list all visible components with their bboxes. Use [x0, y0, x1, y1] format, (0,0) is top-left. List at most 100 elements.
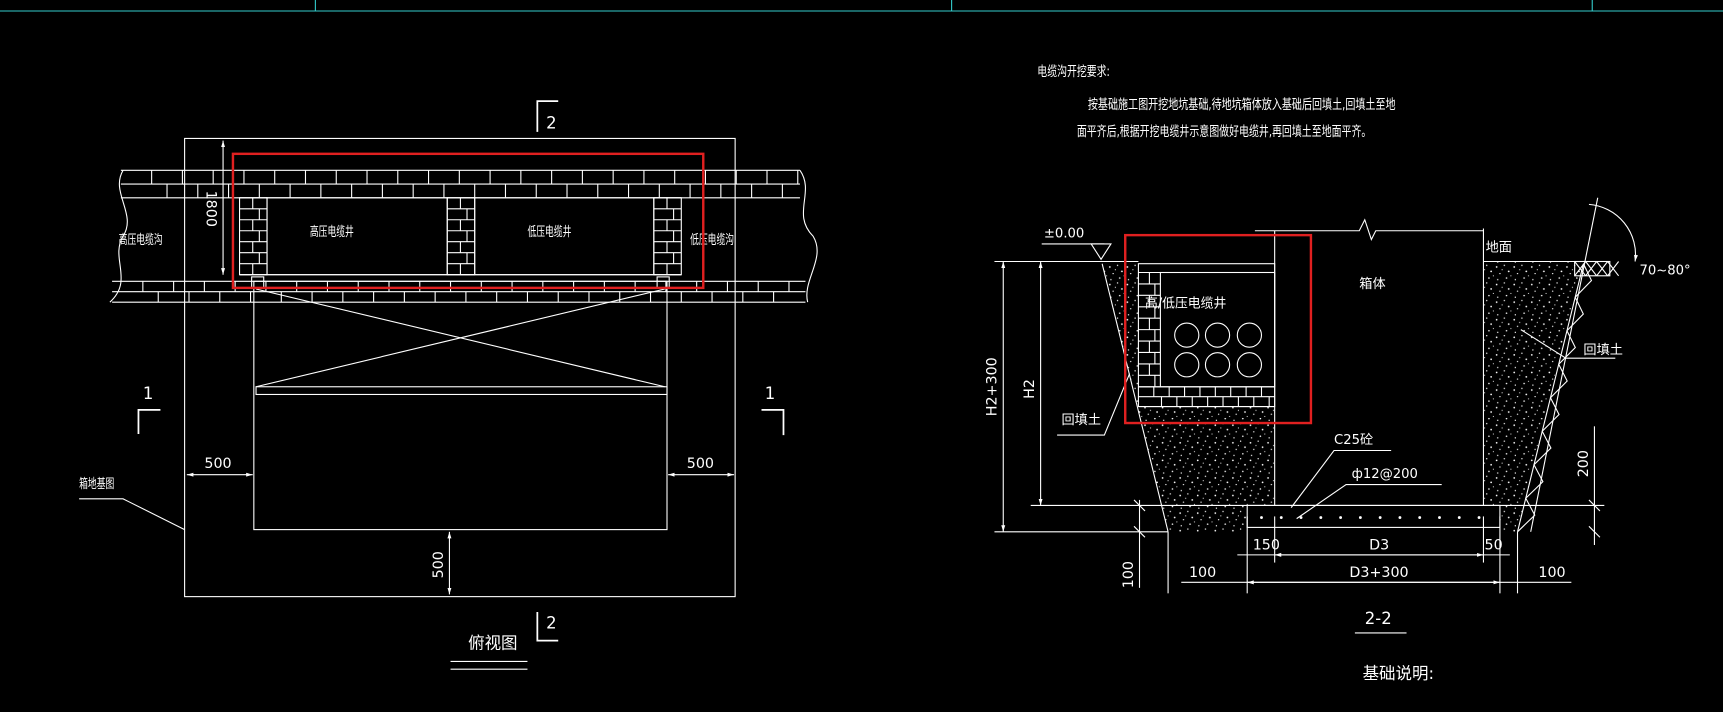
dim-left-label: 500	[204, 456, 231, 472]
rebar-dot	[1299, 516, 1303, 519]
brick-pillar-right	[653, 197, 682, 276]
box-top-break-line	[1254, 218, 1484, 241]
rebar-dot	[1358, 516, 1362, 519]
section-view: ±0.00 地面 70~80° 高/低压电缆井	[985, 197, 1691, 634]
notes-line-2: 面平齐后,根据开挖电缆井示意图做好电缆井,再回填土至地面平齐。	[1077, 123, 1371, 140]
rebar-dot	[1339, 516, 1343, 519]
rebar-dot	[1279, 516, 1283, 519]
backfill-left-label: 回填土	[1061, 412, 1101, 428]
brick-pillar-left	[239, 197, 268, 276]
rebar-dot	[1438, 516, 1441, 519]
section-1-marker-right	[761, 408, 785, 436]
section-2-bottom-label: 2	[546, 613, 556, 632]
elevation-triangle-icon	[1090, 243, 1112, 261]
cable-conduit	[1204, 322, 1231, 348]
opening-cross-line	[255, 288, 665, 388]
backfill-right-area	[1483, 261, 1583, 532]
cable-conduit	[1174, 322, 1200, 348]
dim-h2-label: H2	[1022, 379, 1038, 399]
backfill-left-leader	[1057, 373, 1131, 436]
box-label: 箱体	[1359, 276, 1385, 292]
foundation-notes-heading: 基础说明:	[1363, 664, 1434, 683]
rebar-dot	[1398, 516, 1402, 519]
cable-well-outline	[1137, 263, 1276, 408]
rebar-leader	[1296, 484, 1442, 520]
rebar-dot	[1260, 516, 1263, 519]
ground-label: 地面	[1486, 240, 1512, 256]
dim-tick	[1133, 499, 1146, 512]
break-line-right	[799, 169, 818, 303]
section-1-left-label: 1	[143, 384, 153, 403]
excavation-notes: 电缆沟开挖要求: 按基础施工图开挖地坑基础,待地坑箱体放入基础后回填土,回填土至…	[1037, 64, 1395, 140]
brick-wall-bottom	[112, 280, 806, 303]
backfill-right-leader	[1520, 329, 1616, 359]
highlight-box-plan	[231, 152, 705, 290]
hv-cable-well	[266, 197, 448, 276]
dim-100-vertical-label: 100	[1121, 561, 1137, 588]
cable-conduit	[1236, 352, 1263, 378]
box-bar	[255, 386, 668, 396]
hv-well-label: 高压电缆井	[310, 223, 354, 240]
section-2-marker-top	[536, 100, 559, 132]
dim-200-label: 200	[1576, 450, 1592, 477]
section-view-title: 2-2	[1365, 609, 1392, 628]
foundation-leader	[79, 498, 185, 531]
dim-50-label: 50	[1485, 537, 1503, 553]
ground-hatch-stroke	[1596, 261, 1609, 277]
dim-tick	[1133, 525, 1146, 538]
foundation-outline	[184, 137, 736, 598]
brick-pillar-middle	[447, 197, 475, 276]
section-2-marker-bottom	[536, 612, 559, 642]
dim-height-label: 1800	[203, 191, 219, 227]
lv-trench-label: 低压电缆沟	[690, 232, 734, 248]
angle-arc	[1588, 203, 1638, 262]
foundation-slab	[1246, 504, 1501, 528]
backfill-right-label: 回填土	[1583, 342, 1623, 358]
elevation-label: ±0.00	[1044, 226, 1084, 241]
notes-heading: 电缆沟开挖要求:	[1037, 64, 1110, 80]
cable-well-brick-floor	[1138, 386, 1275, 408]
plan-view: 高压电缆沟 高压电缆井 低压电缆井 低压电缆沟 1800 2 2 1 1 500…	[79, 100, 818, 670]
lv-well-label: 低压电缆井	[527, 224, 571, 240]
dim-d3-300-label: D3+300	[1349, 565, 1408, 581]
cable-conduit	[1204, 352, 1231, 378]
slope-hatch-pattern	[1517, 263, 1593, 533]
ground-hatch-stroke	[1607, 261, 1620, 277]
dim-tick	[1588, 525, 1601, 538]
dim-100-left-label: 100	[1189, 565, 1216, 581]
cable-well-chamber	[1159, 271, 1276, 388]
trench-slope-outer	[1530, 197, 1599, 532]
dim-bottom-label: 500	[431, 551, 447, 578]
rebar-dot	[1457, 516, 1461, 519]
concrete-area	[1137, 406, 1275, 532]
slope-hatch-zigzag	[1517, 263, 1593, 533]
rebar-label: ф12@200	[1352, 467, 1418, 482]
foundation-label: 箱地基图	[79, 476, 114, 492]
concrete-label: C25砼	[1334, 432, 1373, 448]
cable-conduit	[1236, 322, 1263, 348]
cable-well-brick-wall	[1138, 271, 1161, 388]
section-1-marker-left	[137, 408, 161, 435]
notes-line-1: 按基础施工图开挖地坑基础,待地坑箱体放入基础后回填土,回填土至地	[1088, 96, 1396, 113]
ground-hatch	[1574, 260, 1611, 277]
dim-right-label: 500	[687, 456, 714, 472]
break-line-left	[109, 170, 128, 303]
cable-conduit	[1174, 352, 1200, 378]
trench-slope-left	[1101, 263, 1169, 532]
dim-100-right-label: 100	[1538, 565, 1565, 581]
rebar-row	[1260, 516, 1481, 519]
section-2-top-label: 2	[546, 114, 556, 133]
angle-label: 70~80°	[1639, 264, 1690, 279]
dim-h2-300-label: H2+300	[985, 357, 1001, 416]
rebar-dot	[1477, 516, 1481, 519]
plan-view-title: 俯视图	[468, 633, 517, 652]
dim-150-label: 150	[1253, 537, 1280, 553]
section-1-right-label: 1	[765, 384, 775, 403]
box-outline	[253, 280, 668, 531]
rebar-dot	[1418, 516, 1422, 519]
dim-d3-label: D3	[1369, 537, 1389, 553]
concrete-leader	[1290, 449, 1392, 508]
highlight-box-section	[1124, 233, 1313, 425]
hv-trench-label: 高压电缆沟	[119, 231, 163, 248]
